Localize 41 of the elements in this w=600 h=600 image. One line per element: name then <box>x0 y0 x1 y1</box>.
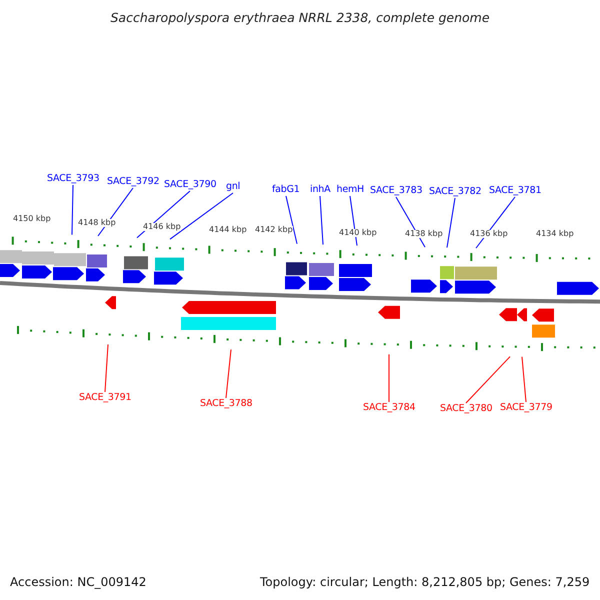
leader-line <box>136 190 190 238</box>
gene-label: SACE_3781 <box>489 185 542 196</box>
leader-line <box>72 184 74 236</box>
footer-text: Topology: circular; Length: 8,212,805 bp; Genes: 7,259 <box>260 576 590 588</box>
scale-label: 4140 kbp <box>339 229 377 237</box>
gene-label: SACE_3783 <box>370 185 422 196</box>
leader-line <box>226 349 232 398</box>
gene-label: SACE_3792 <box>107 176 160 188</box>
scale-label: 4146 kbp <box>143 223 181 231</box>
gene-label: hemH <box>336 184 364 196</box>
gene-label: SACE_3784 <box>363 402 416 414</box>
gene-label: SACE_3788 <box>200 398 252 410</box>
gene-label: SACE_3793 <box>47 173 100 184</box>
leader-line <box>446 198 456 248</box>
gene-label: SACE_3790 <box>164 179 216 190</box>
leader-line <box>320 196 324 246</box>
scale-label: 4134 kbp <box>536 230 574 238</box>
scale-label: 4150 kbp <box>13 215 51 223</box>
leader-line <box>476 196 516 249</box>
leader-line <box>286 196 298 244</box>
leader-line <box>522 356 526 402</box>
gene-label: SACE_3780 <box>440 403 492 414</box>
footer-text: Accession: NC_009142 <box>10 576 146 588</box>
gene-label: inhA <box>310 184 330 196</box>
gene-label: fabG1 <box>272 184 300 196</box>
title: Saccharopolyspora erythraea NRRL 2338, complete genome <box>110 12 490 24</box>
scale-label: 4138 kbp <box>405 230 443 238</box>
scale-label: 4136 kbp <box>470 230 508 238</box>
leader-line <box>98 188 134 236</box>
leader-line <box>396 196 426 248</box>
scale-label: 4144 kbp <box>209 226 247 234</box>
scale-label: 4148 kbp <box>78 219 116 227</box>
gene-label: SACE_3782 <box>429 186 482 198</box>
leader-line <box>104 344 108 392</box>
leader-line <box>388 354 390 402</box>
leader-line <box>170 192 234 240</box>
gene-label: gnl <box>226 181 240 192</box>
gene-label: SACE_3779 <box>500 402 552 414</box>
leader-line <box>466 356 510 404</box>
gene-label: SACE_3791 <box>79 392 132 404</box>
scale-label: 4142 kbp <box>255 226 293 234</box>
